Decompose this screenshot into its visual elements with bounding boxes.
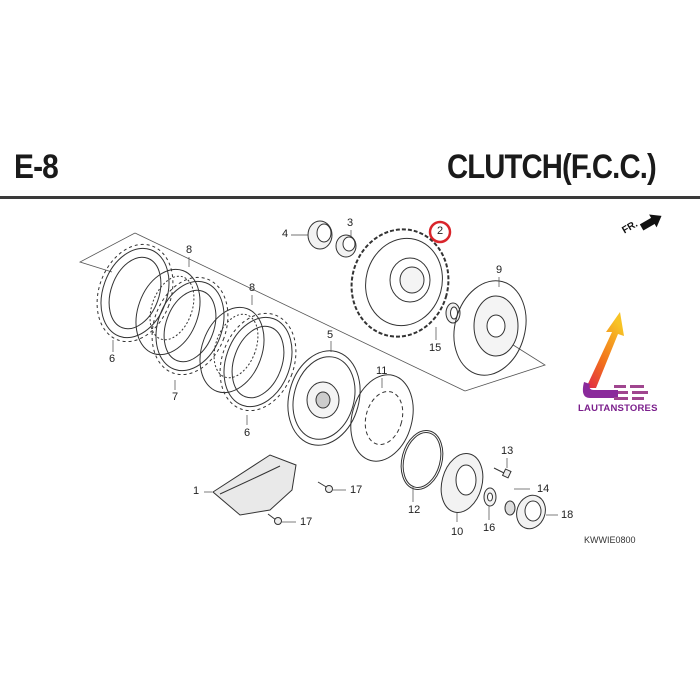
callout-8-left: 8 <box>186 244 193 256</box>
highlight-circle <box>428 220 452 244</box>
callout-1: 1 <box>193 485 200 497</box>
brand-logo-icon <box>582 312 648 400</box>
bearing-18 <box>516 494 546 530</box>
clutch-outer-2 <box>350 228 450 338</box>
lifter-plate-10 <box>440 453 484 513</box>
header-divider <box>0 196 700 199</box>
front-arrow-icon <box>639 214 662 231</box>
bolt-13 <box>493 467 512 479</box>
washer-15 <box>445 302 461 324</box>
callout-14: 14 <box>537 483 550 495</box>
diagram-reference-code: KWWIE0800 <box>584 535 636 545</box>
callout-12: 12 <box>408 504 421 516</box>
section-code: E-8 <box>14 148 59 186</box>
brand-watermark-text: LAUTANSTORES <box>578 403 658 414</box>
callout-10: 10 <box>451 526 464 538</box>
callout-2: 2 <box>437 225 444 237</box>
callout-16: 16 <box>483 522 496 534</box>
clutch-plate-8-left <box>135 268 201 356</box>
friction-disc-6-right <box>219 312 297 412</box>
callout-4: 4 <box>282 228 289 240</box>
bolt-17-upper <box>317 481 333 493</box>
callout-18: 18 <box>561 509 574 521</box>
callout-leader-lines <box>112 230 558 523</box>
callout-9: 9 <box>496 264 503 276</box>
callout-3: 3 <box>347 217 354 229</box>
collar-3 <box>335 234 357 258</box>
friction-disc-7 <box>151 276 229 376</box>
clutch-plate-8-right <box>199 306 265 394</box>
oil-guide-1 <box>212 454 297 516</box>
clutch-center-5 <box>287 350 361 446</box>
callout-6-left: 6 <box>109 353 116 365</box>
page-title: CLUTCH(F.C.C.) <box>447 148 657 186</box>
callout-8-right: 8 <box>249 282 256 294</box>
clutch-plate-11 <box>350 374 414 462</box>
callout-17-upper: 17 <box>350 484 363 496</box>
lifter-piece-14 <box>504 500 516 516</box>
callout-7: 7 <box>172 391 179 403</box>
callout-13: 13 <box>501 445 514 457</box>
pressure-plate-9 <box>453 280 527 376</box>
washer-16 <box>483 487 497 507</box>
callout-5: 5 <box>327 329 334 341</box>
snap-ring-12 <box>400 430 444 490</box>
callout-6-right: 6 <box>244 427 251 439</box>
needle-bearing-4 <box>307 220 333 250</box>
bolt-17-lower <box>267 513 282 525</box>
callout-11: 11 <box>376 365 388 377</box>
callout-17-lower: 17 <box>300 516 313 528</box>
callout-15: 15 <box>429 342 442 354</box>
assembly-guide-lines <box>78 232 546 392</box>
